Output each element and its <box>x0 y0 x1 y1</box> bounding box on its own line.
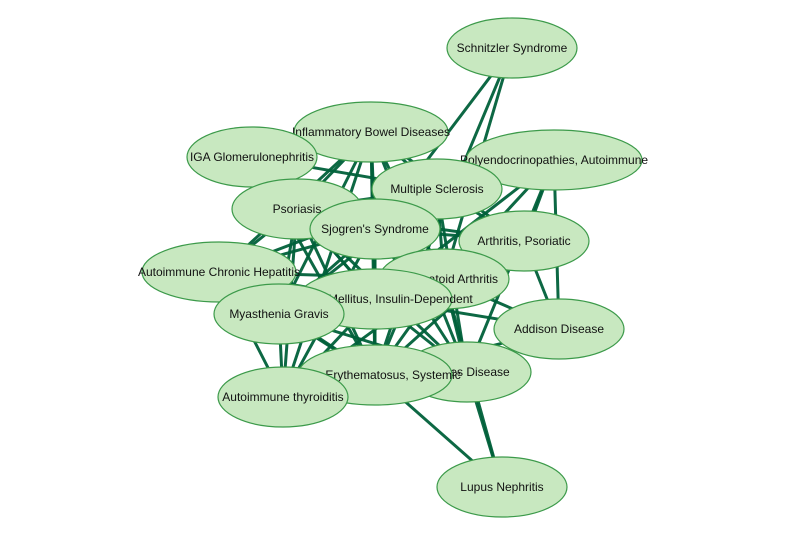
node-label-ach: Autoimmune Chronic Hepatitis <box>138 265 300 279</box>
node-ellipse-addison[interactable] <box>493 298 625 360</box>
node-ellipse-poly[interactable] <box>465 129 643 191</box>
node-ellipse-schnitzler[interactable] <box>446 17 578 79</box>
node-thyroid[interactable]: Autoimmune thyroiditis <box>217 366 349 428</box>
node-label-mg: Myasthenia Gravis <box>229 307 328 321</box>
node-label-nephritis: Lupus Nephritis <box>460 480 543 494</box>
node-nephritis[interactable]: Lupus Nephritis <box>436 456 568 518</box>
node-label-thyroid: Autoimmune thyroiditis <box>222 390 343 404</box>
node-label-ibd: Inflammatory Bowel Diseases <box>292 125 450 139</box>
node-label-schnitzler: Schnitzler Syndrome <box>457 41 568 55</box>
node-psa[interactable]: Arthritis, Psoriatic <box>458 210 590 272</box>
node-addison[interactable]: Addison Disease <box>493 298 625 360</box>
node-label-ms: Multiple Sclerosis <box>390 182 483 196</box>
node-mg[interactable]: Myasthenia Gravis <box>213 283 345 345</box>
node-label-sjogren: Sjogren's Syndrome <box>321 222 429 236</box>
node-ibd[interactable]: Inflammatory Bowel Diseases <box>292 101 450 163</box>
node-label-poly: Polyendocrinopathies, Autoimmune <box>460 153 648 167</box>
node-ellipse-mg[interactable] <box>213 283 345 345</box>
node-sjogren[interactable]: Sjogren's Syndrome <box>309 198 441 260</box>
node-label-addison: Addison Disease <box>514 322 604 336</box>
node-label-psoriasis: Psoriasis <box>273 202 322 216</box>
node-ellipse-psa[interactable] <box>458 210 590 272</box>
node-schnitzler[interactable]: Schnitzler Syndrome <box>446 17 578 79</box>
node-ellipse-nephritis[interactable] <box>436 456 568 518</box>
node-label-iga: IGA Glomerulonephritis <box>190 150 314 164</box>
node-poly[interactable]: Polyendocrinopathies, Autoimmune <box>460 129 648 191</box>
node-label-psa: Arthritis, Psoriatic <box>477 234 570 248</box>
node-ellipse-sjogren[interactable] <box>309 198 441 260</box>
node-ellipse-thyroid[interactable] <box>217 366 349 428</box>
node-iga[interactable]: IGA Glomerulonephritis <box>186 126 318 188</box>
node-ellipse-ibd[interactable] <box>293 101 449 163</box>
